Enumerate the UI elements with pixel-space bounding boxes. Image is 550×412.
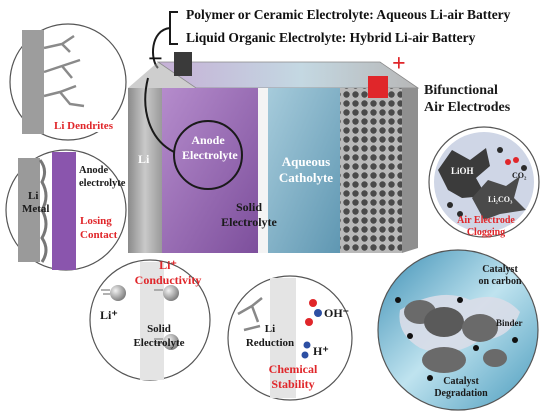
solid-electrolyte-layer [258, 88, 268, 253]
catalyst-line1: Catalyst [482, 264, 518, 275]
losing-anode-line2: electrolyte [79, 178, 126, 189]
anode-label-line2: Electrolyte [182, 148, 238, 162]
solid-electrolyte-label: Solid Electrolyte [214, 200, 284, 230]
air-electrode-label: Bifunctional Air Electrodes [424, 82, 510, 116]
catalyst-on-carbon-label: Catalyst on carbon [470, 264, 530, 288]
li-reduction-line1: Li [264, 323, 276, 335]
losing-contact-anode-label: Anode electrolyte [79, 164, 125, 190]
li-metal-line1: Li [28, 190, 39, 202]
solid-label-line2: Electrolyte [221, 215, 277, 229]
li-label: Li [138, 152, 150, 166]
catholyte-label-line1: Aqueous [281, 154, 331, 169]
losing-anode-line1: Anode [79, 165, 109, 176]
header-bracket [169, 11, 178, 45]
air-electrode-layer [340, 88, 402, 253]
catalyst-line2: on carbon [478, 276, 522, 287]
battery-side-face [402, 88, 418, 253]
binder-label: Binder [496, 318, 523, 328]
lioh-label: LiOH [451, 166, 474, 176]
inset-losing-contact [5, 149, 127, 271]
losing-caption-line2: Contact [80, 229, 118, 241]
dendrites-caption: Li Dendrites [52, 120, 115, 132]
anode-label-line1: Anode [191, 133, 225, 147]
losing-contact-caption: Losing Contact [80, 214, 117, 242]
stability-caption: Chemical Stability [258, 362, 328, 392]
air-electrode-line1: Bifunctional [424, 83, 498, 98]
conductivity-title: Li⁺ Conductivity [128, 258, 208, 288]
conductivity-solid-label: Solid Electrolyte [128, 322, 190, 350]
losing-caption-line1: Losing [80, 215, 112, 227]
inset-dendrites [9, 23, 127, 141]
positive-sign: + [392, 51, 406, 77]
li-reduction-label: Li Reduction [240, 322, 300, 350]
inset-conductivity [89, 259, 211, 381]
negative-sign: − [148, 44, 163, 73]
clogging-caption-line1: Air Electrode [457, 215, 515, 226]
anode-electrolyte-label: Anode Electrolyte [182, 133, 238, 163]
conductivity-title-line2: Conductivity [134, 273, 202, 287]
clogging-caption: Air Electrode Clogging [446, 215, 526, 239]
li-metal-layer [128, 88, 162, 253]
anode-pointer-line [144, 77, 175, 153]
header-line-2: Liquid Organic Electrolyte: Hybrid Li-ai… [186, 30, 476, 45]
li-reduction-line2: Reduction [245, 337, 295, 349]
li2co3-label: Li₂CO₃ [488, 195, 513, 204]
air-electrode-line2: Air Electrodes [424, 100, 511, 115]
anode-highlight-circle [173, 120, 243, 190]
catholyte-label: Aqueous Catholyte [266, 154, 346, 186]
degradation-caption-line1: Catalyst [443, 376, 479, 387]
oh-label: OH⁻ [324, 306, 350, 320]
header-line-1: Polymer or Ceramic Electrolyte: Aqueous … [186, 7, 511, 22]
degradation-caption-line2: Degradation [434, 388, 488, 399]
conductivity-li-ion: Li⁺ [100, 308, 118, 322]
inset-stability [227, 275, 353, 401]
stability-caption-line1: Chemical [268, 362, 318, 376]
conductivity-solid-line1: Solid [147, 323, 171, 335]
catholyte-label-line2: Catholyte [278, 170, 334, 185]
clogging-caption-line2: Clogging [466, 227, 506, 238]
inset-degradation [377, 249, 539, 411]
li-metal-label: Li Metal [22, 190, 49, 216]
positive-terminal [368, 76, 388, 98]
negative-terminal [174, 52, 192, 76]
inset-clogging [428, 126, 540, 238]
catholyte-layer [268, 88, 340, 253]
li-metal-line2: Metal [22, 203, 50, 215]
conductivity-solid-line2: Electrolyte [133, 337, 185, 349]
solid-label-line1: Solid [235, 200, 262, 214]
degradation-caption: Catalyst Degradation [426, 376, 496, 400]
co2-label: CO₂ [512, 171, 527, 180]
h-label: H⁺ [313, 344, 329, 358]
conductivity-title-line1: Li⁺ [159, 258, 177, 272]
stability-caption-line2: Stability [271, 377, 315, 391]
